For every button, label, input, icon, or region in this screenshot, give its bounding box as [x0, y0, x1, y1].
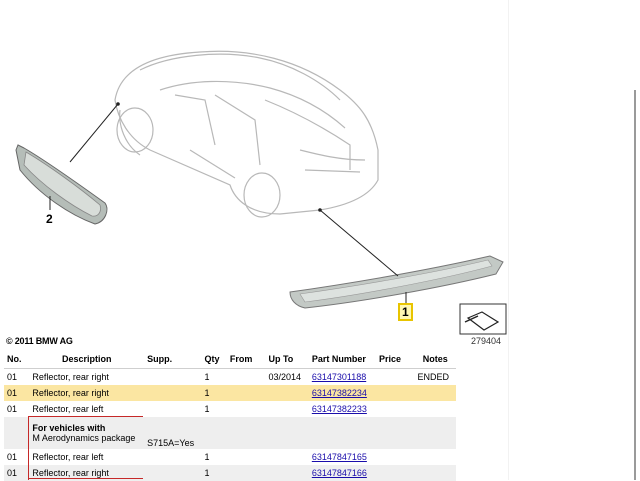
- cell-part-number[interactable]: 63147301188: [309, 369, 376, 386]
- header-up-to: Up To: [265, 350, 309, 369]
- cell-no: 01: [7, 452, 18, 462]
- panel-divider: [508, 0, 509, 480]
- cell-price: [376, 401, 415, 417]
- cell-description: Reflector, rear right: [29, 465, 145, 481]
- cell-part-number[interactable]: 63147847165: [309, 449, 376, 465]
- car-body-drawing: [15, 50, 507, 335]
- cell-supp: [144, 449, 201, 465]
- copyright-text: © 2011 BMW AG: [6, 336, 73, 346]
- cell-no: 01: [7, 404, 18, 414]
- cell-up-to: [265, 401, 308, 417]
- cell-no: 01: [7, 372, 18, 382]
- cell-no: 01: [4, 385, 30, 401]
- cell-description: Reflector, rear right: [29, 385, 145, 401]
- selection-marker-left: [28, 416, 29, 480]
- scrollbar[interactable]: [634, 90, 636, 480]
- cell-qty: 1: [204, 404, 210, 414]
- header-price: Price: [375, 350, 415, 369]
- part-number-link[interactable]: 63147382234: [311, 388, 367, 398]
- direction-arrow-icon: [459, 303, 507, 335]
- part-number-link[interactable]: 63147847166: [311, 468, 367, 478]
- parts-table: No. Description Supp. Qty From Up To Par…: [4, 350, 456, 481]
- header-no: No.: [4, 350, 30, 369]
- diagram-id: 279404: [471, 336, 502, 346]
- header-description: Description: [29, 350, 145, 369]
- reflector-part-1-drawing: [289, 255, 504, 309]
- reflector-part-2-drawing: [15, 144, 108, 225]
- table-row[interactable]: 01 Reflector, rear right 1 63147847166: [4, 465, 456, 481]
- cell-qty: 1: [204, 372, 210, 382]
- header-supp: Supp.: [144, 350, 202, 369]
- cell-part-number[interactable]: 63147382234: [308, 385, 376, 401]
- cell-notes: [414, 401, 456, 417]
- part-number-link[interactable]: 63147382233: [311, 404, 367, 414]
- cell-no: [4, 417, 30, 449]
- cell-supp: [144, 385, 202, 401]
- cell-part-number[interactable]: 63147382233: [309, 401, 376, 417]
- part-number-link[interactable]: 63147301188: [311, 372, 367, 382]
- table-header-row: No. Description Supp. Qty From Up To Par…: [4, 350, 456, 369]
- parts-diagram: 2 1 279404 © 2011 BMW AG: [6, 50, 507, 346]
- cell-up-to: [265, 465, 309, 481]
- cell-up-to: 03/2014: [268, 372, 302, 382]
- callout-2: 2: [46, 212, 53, 226]
- callout-1: 1: [398, 303, 413, 321]
- group-header-row: For vehicles with M Aerodynamics package…: [4, 417, 456, 449]
- cell-up-to: [265, 449, 308, 465]
- cell-qty: 1: [201, 385, 227, 401]
- group-condition: For vehicles with M Aerodynamics package: [29, 417, 145, 449]
- cell-description: Reflector, rear left: [32, 404, 104, 414]
- cell-supp: [144, 465, 202, 481]
- cell-price: [376, 449, 415, 465]
- selection-marker-top: [28, 416, 143, 417]
- cell-up-to: [265, 385, 309, 401]
- group-subtitle: M Aerodynamics package: [32, 433, 136, 443]
- group-title: For vehicles with: [32, 423, 106, 433]
- cell-no: 01: [4, 465, 30, 481]
- part-number-link[interactable]: 63147847165: [311, 452, 367, 462]
- cell-from: [226, 465, 266, 481]
- group-supp-code: S715A=Yes: [144, 417, 202, 449]
- header-from: From: [226, 350, 266, 369]
- cell-price: [375, 465, 415, 481]
- cell-notes: [414, 385, 456, 401]
- header-part-number: Part Number: [308, 350, 376, 369]
- cell-from: [227, 369, 266, 386]
- cell-supp: [144, 401, 201, 417]
- cell-from: [227, 449, 266, 465]
- cell-qty: 1: [204, 452, 210, 462]
- cell-price: [376, 369, 415, 386]
- cell-notes: [414, 449, 456, 465]
- cell-from: [226, 385, 266, 401]
- table-row[interactable]: 01 Reflector, rear left 1 63147847165: [4, 449, 456, 465]
- cell-notes: ENDED: [417, 372, 449, 382]
- header-notes: Notes: [414, 350, 456, 369]
- cell-description: Reflector, rear left: [32, 452, 104, 462]
- cell-from: [227, 401, 266, 417]
- cell-description: Reflector, rear right: [32, 372, 109, 382]
- cell-price: [375, 385, 415, 401]
- selection-marker-bottom: [28, 478, 143, 479]
- table-row[interactable]: 01 Reflector, rear left 1 63147382233: [4, 401, 456, 417]
- cell-qty: 1: [201, 465, 227, 481]
- cell-notes: [414, 465, 456, 481]
- table-row[interactable]: 01 Reflector, rear right 1 03/2014 63147…: [4, 369, 456, 386]
- cell-part-number[interactable]: 63147847166: [308, 465, 376, 481]
- table-row[interactable]: 01 Reflector, rear right 1 63147382234: [4, 385, 456, 401]
- header-qty: Qty: [201, 350, 227, 369]
- cell-supp: [144, 369, 201, 386]
